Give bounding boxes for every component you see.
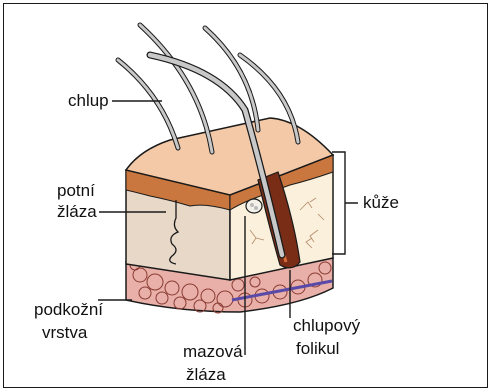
label-skin: kůže <box>363 193 399 213</box>
label-follicle-line1: chlupový <box>293 316 360 336</box>
label-subcutaneous-line2: vrstva <box>42 323 87 343</box>
label-sebaceous-line2: žláza <box>186 365 226 385</box>
sebaceous-gland <box>246 199 262 213</box>
label-subcutaneous-line1: podkožní <box>34 300 103 320</box>
label-follicle-line2: folikul <box>296 339 339 359</box>
label-hair: chlup <box>68 91 109 111</box>
label-sweat-gland-line1: potní <box>57 181 95 201</box>
label-sweat-gland-line2: žláza <box>57 202 97 222</box>
label-sebaceous-line1: mazová <box>183 342 243 362</box>
skin-bracket <box>332 152 358 254</box>
